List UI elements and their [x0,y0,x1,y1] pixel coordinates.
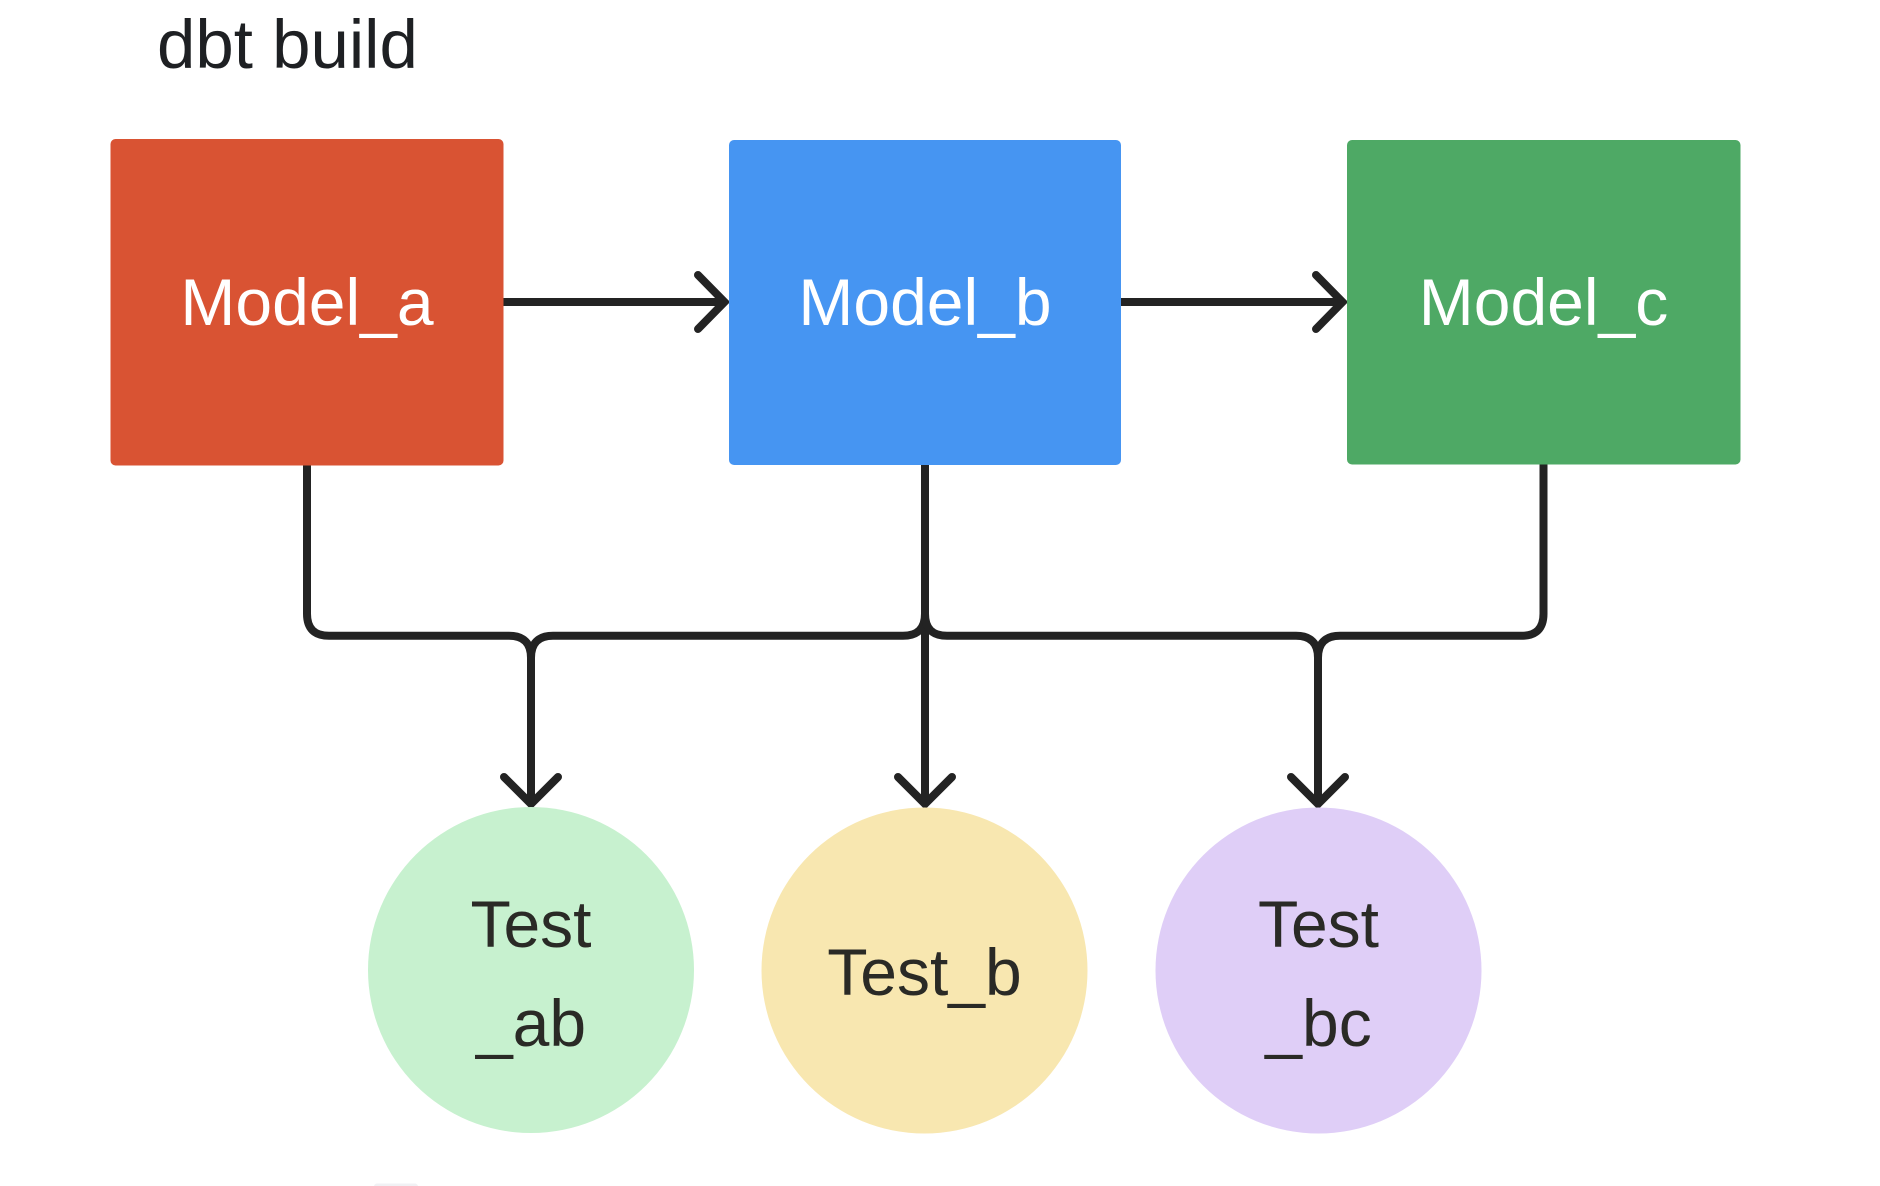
svg-text:Test: Test [1258,887,1379,961]
svg-text:Model_a: Model_a [180,265,433,339]
svg-text:Test: Test [470,887,591,961]
svg-text:_bc: _bc [1264,986,1371,1060]
svg-text:Model_c: Model_c [1419,265,1668,339]
svg-text:_ab: _ab [475,986,586,1060]
svg-text:Test_b: Test_b [827,935,1021,1009]
svg-text:Model_b: Model_b [798,265,1051,339]
svg-text:dbt build: dbt build [157,6,418,83]
